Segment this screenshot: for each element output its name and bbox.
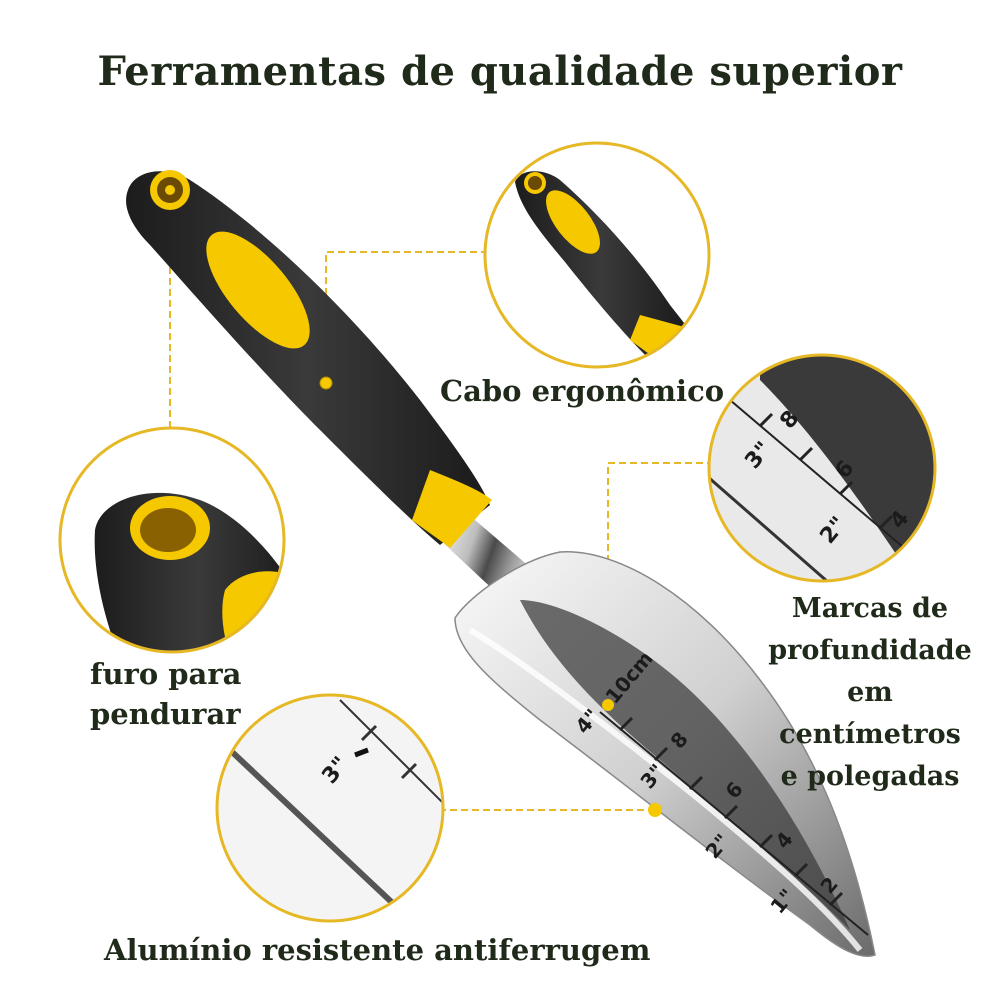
trowel-blade: 10cm 8 6 4 2 4" 3" 2" 1" bbox=[440, 520, 876, 957]
marker-dot-furo bbox=[165, 185, 175, 195]
callout-label-aluminio: Alumínio resistente antiferrugem bbox=[104, 933, 651, 967]
page-title: Ferramentas de qualidade superior bbox=[97, 48, 903, 95]
callout-label-furo-line2: pendurar bbox=[90, 697, 241, 731]
marker-dot-aluminio bbox=[648, 803, 662, 817]
callout-label-marcas-line3: em centímetros bbox=[779, 677, 961, 750]
callout-label-marcas-line1: Marcas de bbox=[791, 593, 949, 624]
callout-label-furo-line1: furo para bbox=[90, 657, 242, 691]
callout-label-marcas-line4: e polegadas bbox=[780, 761, 960, 792]
callout-label-cabo: Cabo ergonômico bbox=[440, 374, 725, 408]
callout-circle-aluminio: 3" bbox=[215, 693, 445, 923]
trowel-handle bbox=[126, 170, 492, 548]
callout-label-furo: furo para pendurar bbox=[90, 654, 241, 734]
callout-label-marcas: Marcas de profundidade em centímetros e … bbox=[752, 588, 988, 798]
callout-circle-cabo bbox=[483, 141, 711, 369]
marker-dot-cabo bbox=[319, 376, 333, 390]
callout-circle-furo bbox=[58, 426, 286, 654]
callout-circle-marcas: 8 6 4 3" 2" bbox=[707, 353, 937, 583]
callout-label-marcas-line2: profundidade bbox=[768, 635, 972, 666]
marker-dot-depth bbox=[602, 699, 614, 711]
